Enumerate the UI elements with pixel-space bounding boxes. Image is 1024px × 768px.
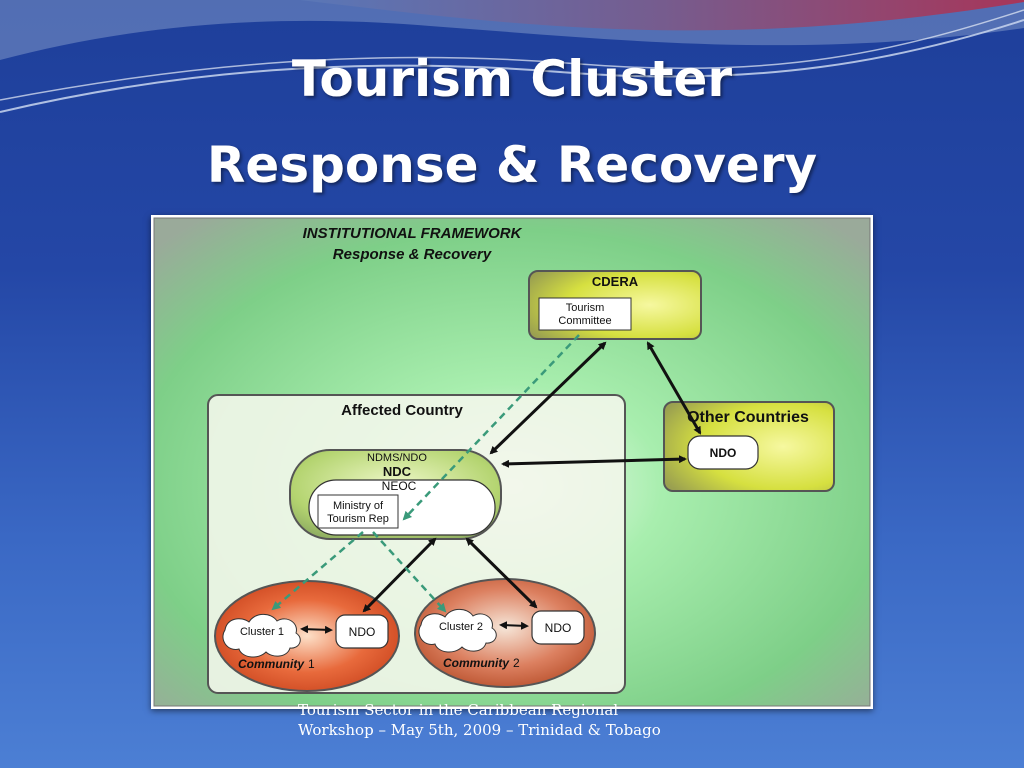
cluster2-cloud: [418, 608, 497, 653]
header-swoosh: [0, 0, 1024, 113]
community2-ndo: [531, 610, 585, 645]
other-countries-label: Other Countries: [687, 409, 809, 426]
arrow-ndc-community1-ndo: [362, 537, 437, 613]
arrow-ndc-other-ndo: [501, 455, 687, 468]
cdera-label: CDERA: [592, 274, 639, 289]
community2-number: 2: [513, 656, 520, 670]
arrow-ndc-cdera: [489, 341, 607, 455]
community1-ellipse: Cluster 1 NDO Community 1: [214, 580, 400, 692]
community2-ellipse: Cluster 2 NDO Community 2: [414, 578, 596, 688]
footer-line1: Tourism Sector in the Caribbean Regional: [298, 701, 619, 719]
slide-title-line2: Response & Recovery: [206, 136, 818, 194]
slide-footer: Tourism Sector in the Caribbean Regional…: [298, 700, 718, 740]
ministry-line1: Ministry of: [333, 500, 384, 512]
cluster1-label: Cluster 1: [240, 626, 284, 638]
community2-label: Community: [443, 656, 510, 670]
dashed-arrow-ministry-cluster1: [271, 531, 364, 611]
ministry-line2: Tourism Rep: [327, 513, 389, 525]
other-countries-ndo-label: NDO: [710, 446, 737, 460]
arrow-cdera-other-ndo: [646, 341, 702, 435]
cluster1-cloud: [222, 613, 301, 658]
arrow-cluster1-ndo: [300, 625, 333, 634]
arrow-cluster2-ndo: [499, 621, 529, 630]
community1-ndo-label: NDO: [349, 625, 376, 639]
tourism-committee-line1: Tourism: [566, 302, 605, 314]
dashed-arrow-committee-ministry: [402, 334, 580, 521]
neoc-label: NEOC: [382, 479, 417, 493]
diagram-heading-line2: Response & Recovery: [333, 246, 492, 263]
ministry-tourism-box: [317, 494, 399, 529]
affected-country-label: Affected Country: [341, 402, 463, 419]
slide-title-line1: Tourism Cluster: [291, 50, 733, 108]
tourism-committee-line2: Committee: [558, 315, 611, 327]
community2-ndo-label: NDO: [545, 621, 572, 635]
community1-ndo: [335, 614, 389, 649]
ndms-ndo-label: NDMS/NDO: [367, 452, 427, 464]
tourism-committee-box: [538, 297, 632, 331]
arrow-ndc-community2-ndo: [465, 537, 538, 609]
other-countries-box: Other Countries NDO: [663, 401, 835, 492]
other-countries-ndo: [687, 435, 759, 470]
cdera-box: CDERA Tourism Committee: [528, 270, 702, 340]
dashed-arrow-ministry-cluster2: [372, 531, 447, 613]
framework-diagram: INSTITUTIONAL FRAMEWORK Response & Recov…: [151, 215, 873, 709]
ndc-label: NDC: [383, 464, 412, 479]
diagram-heading-line1: INSTITUTIONAL FRAMEWORK: [303, 225, 523, 242]
ndc-capsule: NDMS/NDO NDC NEOC Ministry of Tourism Re…: [289, 449, 502, 540]
footer-line2: Workshop – May 5th, 2009 – Trinidad & To…: [298, 721, 661, 739]
community1-label: Community: [238, 657, 305, 671]
community1-number: 1: [308, 657, 315, 671]
cluster2-label: Cluster 2: [439, 621, 483, 633]
